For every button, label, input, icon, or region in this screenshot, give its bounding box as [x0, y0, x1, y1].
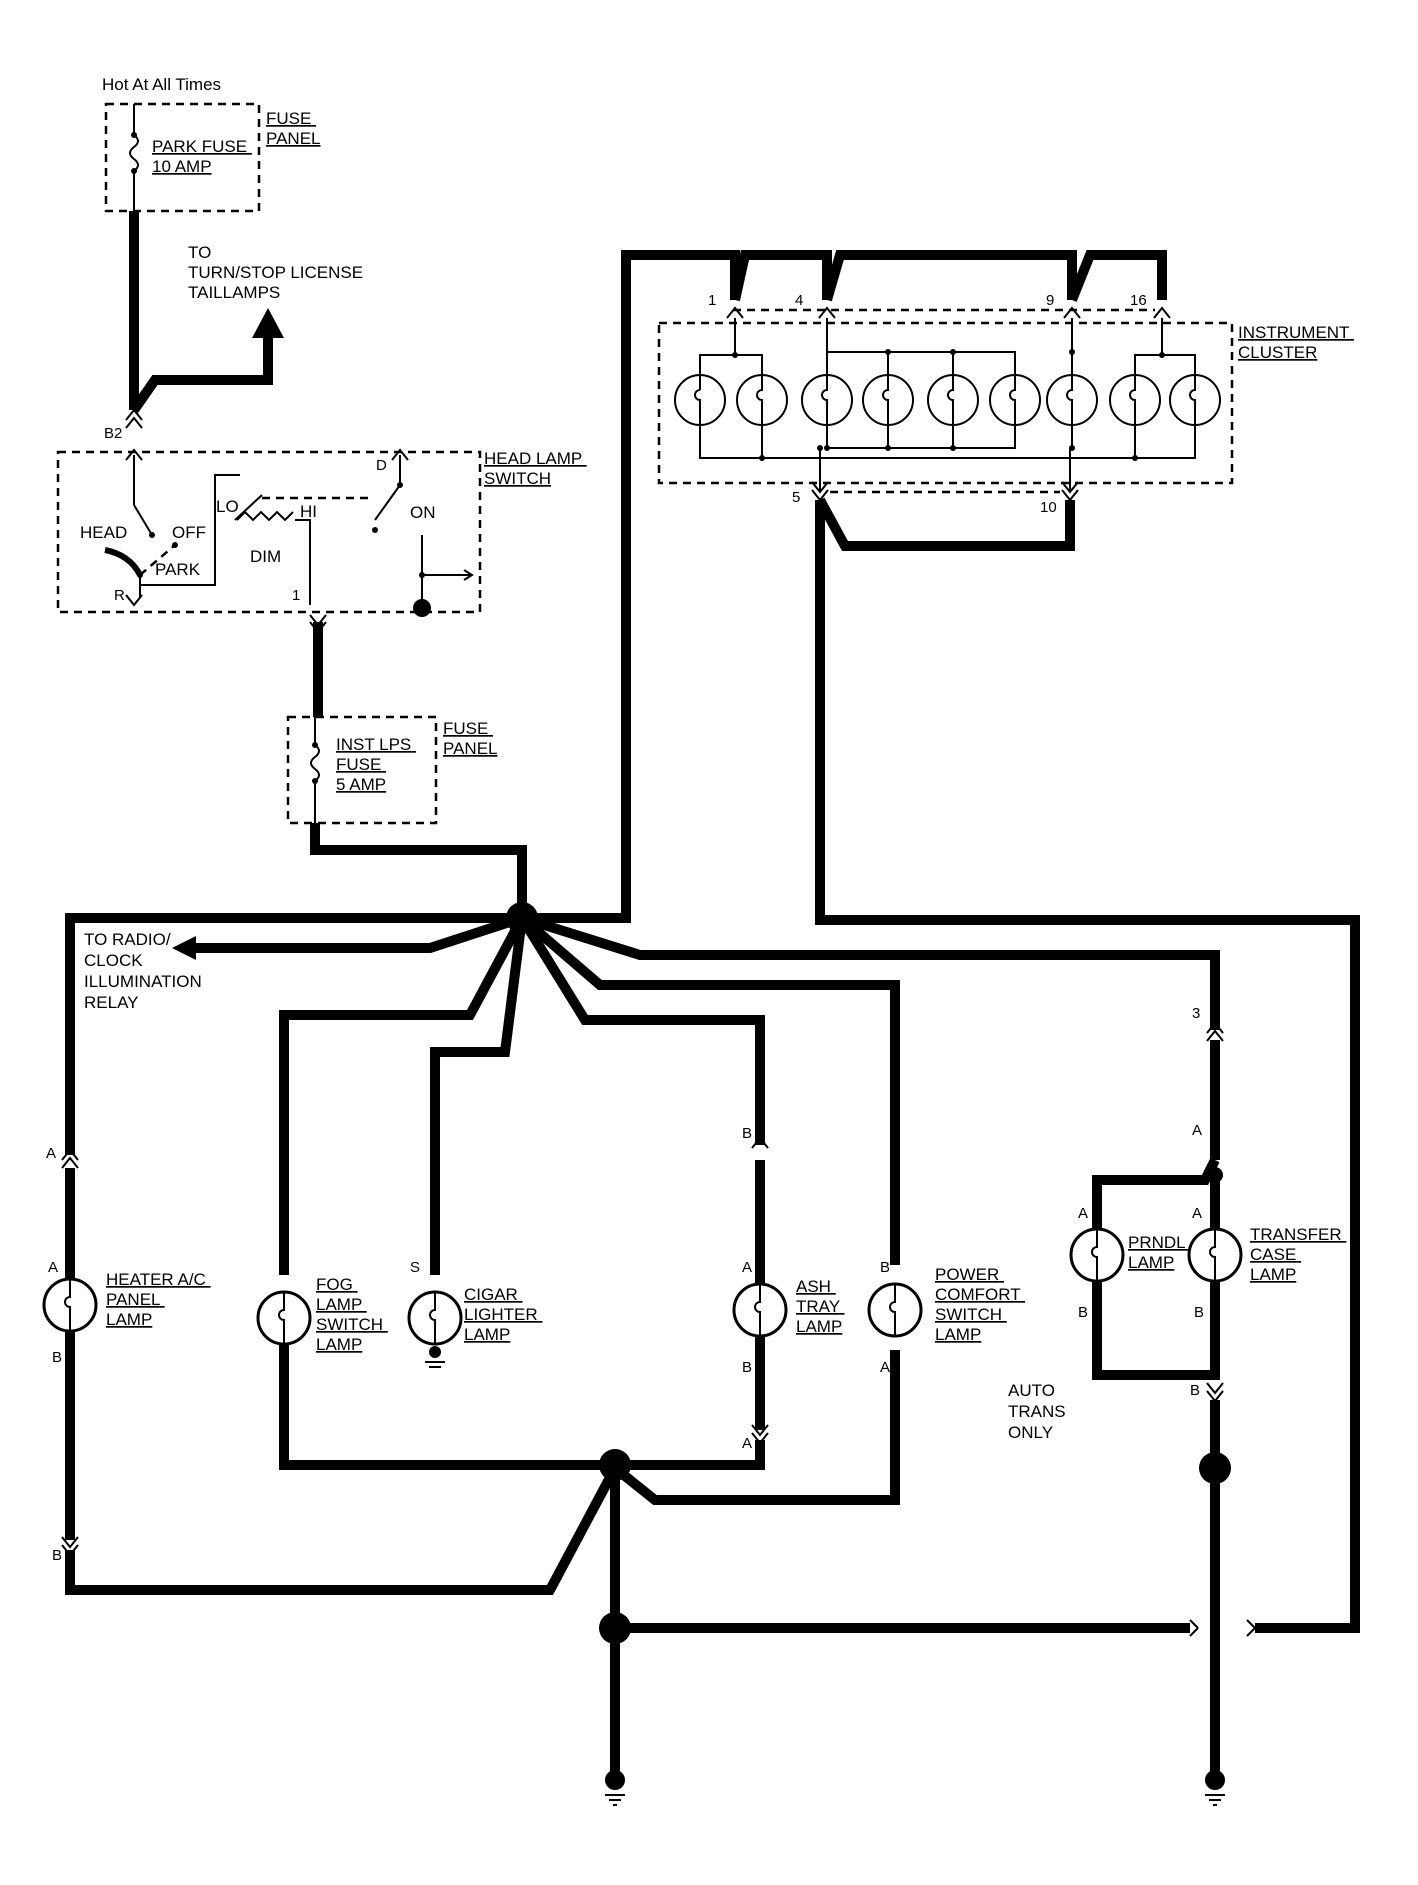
head-lamp-switch-label: HEAD LAMP SWITCH: [484, 449, 587, 488]
svg-text:B: B: [742, 1125, 752, 1142]
power-lamp-icon: [867, 1282, 923, 1338]
heater-lamp-label: HEATER A/C PANEL LAMP: [106, 1270, 211, 1329]
park-fuse-icon: [129, 104, 139, 211]
switch-dim-label: DIM: [250, 547, 281, 566]
inst-fuse-label: INST LPS FUSE 5 AMP: [336, 735, 416, 794]
svg-text:A: A: [742, 1435, 752, 1452]
svg-text:D: D: [376, 457, 387, 474]
fuse-panel-label: FUSE PANEL: [266, 109, 321, 148]
svg-text:B: B: [880, 1259, 890, 1276]
svg-text:A: A: [48, 1259, 58, 1276]
instrument-cluster-box: [657, 321, 1234, 485]
to-taillamps-label: TO TURN/STOP LICENSE TAILLAMPS: [188, 243, 368, 302]
svg-text:B: B: [1190, 1382, 1200, 1399]
power-lamp-label: POWER COMFORT SWITCH LAMP: [935, 1265, 1025, 1344]
inst-fuse-box: [286, 715, 438, 825]
prndl-lamp-icon: [1069, 1220, 1125, 1310]
switch-park-label: PARK: [155, 560, 201, 579]
svg-text:A: A: [1078, 1205, 1088, 1222]
svg-text:1: 1: [708, 292, 716, 309]
svg-text:B: B: [1078, 1304, 1088, 1321]
head-lamp-switch-internals: [104, 448, 474, 617]
svg-text:10: 10: [1040, 499, 1057, 516]
inst-fuse-icon: [310, 717, 320, 823]
ash-lamp-icon: [732, 1160, 788, 1350]
fuse-panel-label: FUSE PANEL: [443, 719, 498, 758]
cigar-lamp-icon: [407, 1290, 463, 1368]
switch-lo-label: LO: [216, 497, 239, 516]
svg-text:B: B: [52, 1547, 62, 1564]
to-radio-label: TO RADIO/ CLOCK ILLUMINATION RELAY: [84, 930, 207, 1012]
switch-on-label: ON: [410, 503, 436, 522]
svg-text:B: B: [742, 1359, 752, 1376]
auto-trans-label: AUTO TRANS ONLY: [1008, 1381, 1070, 1442]
svg-text:A: A: [1192, 1122, 1202, 1139]
head-lamp-switch-box: [56, 450, 482, 614]
fog-lamp-label: FOG LAMP SWITCH LAMP: [316, 1275, 388, 1354]
svg-text:A: A: [1192, 1205, 1202, 1222]
transfer-lamp-icon: [1187, 1225, 1243, 1310]
svg-text:3: 3: [1192, 1005, 1200, 1022]
wires: [65, 211, 1360, 1775]
svg-text:A: A: [46, 1145, 56, 1162]
cigar-lamp-label: CIGAR LIGHTER LAMP: [464, 1285, 542, 1344]
cluster-lamp-icon: [674, 374, 1221, 426]
pin-labels: B2 R D 1 1 4 9 16 5 10 A A B B S B A B A…: [46, 292, 1204, 1564]
svg-text:A: A: [880, 1359, 890, 1376]
svg-text:S: S: [410, 1259, 420, 1276]
svg-text:B: B: [52, 1349, 62, 1366]
svg-text:A: A: [742, 1259, 752, 1276]
park-fuse-box: [104, 102, 261, 213]
hot-label: Hot At All Times: [102, 75, 221, 94]
ground-icon: [605, 1770, 625, 1806]
switch-head-label: HEAD: [80, 523, 127, 542]
svg-text:4: 4: [795, 292, 803, 309]
switch-off-label: OFF: [172, 523, 206, 542]
ground-icon: [1205, 1770, 1225, 1806]
svg-text:R: R: [114, 587, 125, 604]
svg-text:1: 1: [292, 587, 300, 604]
prndl-lamp-label: PRNDL LAMP: [1128, 1233, 1190, 1272]
svg-text:9: 9: [1046, 292, 1054, 309]
svg-text:16: 16: [1130, 292, 1147, 309]
park-fuse-label: PARK FUSE 10 AMP: [152, 137, 252, 176]
switch-hi-label: HI: [300, 502, 317, 521]
svg-text:B: B: [1194, 1304, 1204, 1321]
transfer-lamp-label: TRANSFER CASE LAMP: [1250, 1225, 1346, 1284]
heater-lamp-icon: [42, 1168, 98, 1345]
svg-text:B2: B2: [104, 425, 122, 442]
fog-lamp-icon: [256, 1290, 312, 1360]
instrument-cluster-label: INSTRUMENT CLUSTER: [1238, 323, 1354, 362]
instrument-cluster-internals: [674, 306, 1221, 502]
svg-text:5: 5: [792, 489, 800, 506]
ash-lamp-label: ASH TRAY LAMP: [796, 1277, 845, 1336]
